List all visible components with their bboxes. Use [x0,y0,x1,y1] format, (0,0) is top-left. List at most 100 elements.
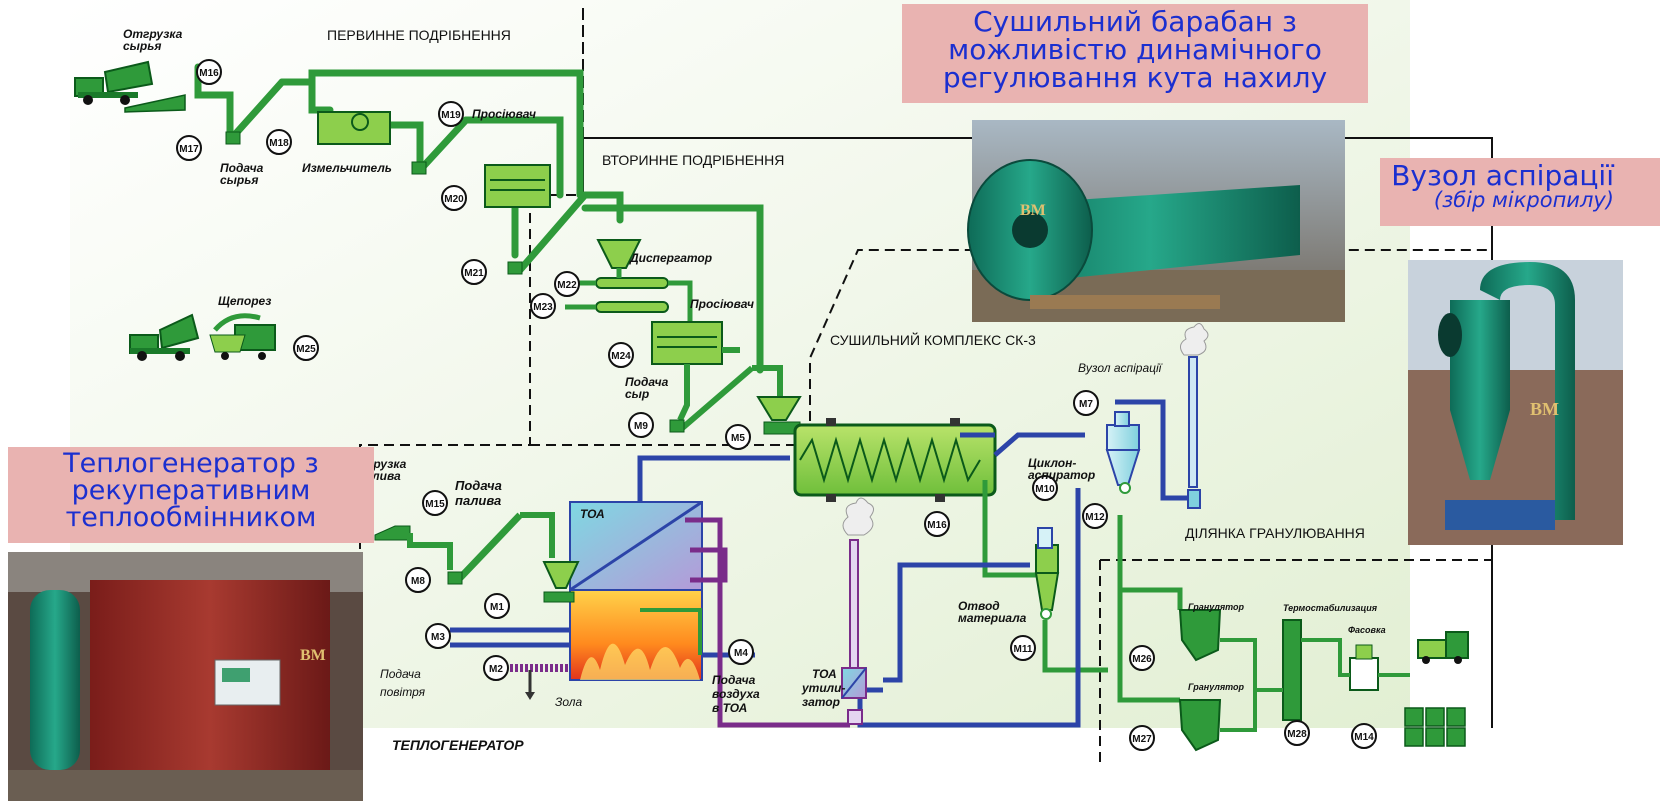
label-fuel-feed-2: палива [455,493,501,508]
motor-circle [1010,635,1036,661]
label-cyclone-2: аспиратор [1028,468,1095,482]
motor-circle [924,511,950,537]
section-granulation: ДІЛЯНКА ГРАНУЛЮВАННЯ [1185,525,1365,541]
motor-label: M20 [444,194,464,205]
packing-truck-icon [1417,631,1469,664]
motor-circle [725,424,751,450]
aspiration-photo: BM [1408,260,1623,545]
label-toa-util: ТОА [812,667,837,681]
aspiration-photo-logo: BM [1530,399,1559,419]
toa-utilizer [841,323,1209,725]
motor-circle [293,335,319,361]
dryer-callout-line2: можливістю динамічного [948,33,1322,66]
section-dryer: СУШИЛЬНИЙ КОМПЛЕКС СК-3 [830,331,1036,348]
pallet-icon [1404,707,1466,747]
motor-circle [1351,723,1377,749]
aspiration-callout: Вузол аспірації (збір мікропилу) [1380,158,1660,226]
label-air-feed: Подача [380,667,421,681]
motor-label: M3 [431,632,445,643]
label-granulator-1: Гранулятор [1188,602,1245,612]
label-shredder: Измельчитель [302,161,392,175]
motor-circle [422,490,448,516]
label-air-toa-2: воздуха [712,687,760,701]
motor-label: M16 [199,68,219,79]
dryer-callout-line1: Сушильний барабан з [973,5,1297,38]
cyclone-aspirator [1105,356,1201,509]
motor-label: M2 [489,664,503,675]
motor-circle [461,259,487,285]
label-fuel-feed: Подача [455,478,502,493]
chipper-truck-icon [129,313,200,361]
motor-label: M19 [441,110,461,121]
section-primary: ПЕРВИННЕ ПОДРІБНЕННЯ [327,27,511,43]
label-disperser: Диспергатор [629,251,712,265]
section-heatgen: ТЕПЛОГЕНЕРАТОР [392,737,524,753]
motor-label: M24 [611,351,631,362]
chipper-icon [209,313,276,360]
motor-label: M28 [1287,729,1307,740]
motor-circle [441,185,467,211]
motor-circle [266,129,292,155]
section-secondary: ВТОРИННЕ ПОДРІБНЕННЯ [602,152,784,168]
label-sieve-2: Просіювач [690,297,754,311]
label-toa-util-2: утили- [801,681,845,695]
motor-circle [425,623,451,649]
label-raw-feed-2: сырья [220,173,258,187]
motor-circle [554,271,580,297]
section-titles: ПЕРВИННЕ ПОДРІБНЕННЯ ВТОРИННЕ ПОДРІБНЕНН… [327,27,1365,753]
motor-label: M7 [1079,399,1093,410]
motor-circle [1082,503,1108,529]
fuel-feed [374,512,555,585]
aspiration-callout-sub: (збір мікропилу) [1433,188,1614,212]
motor-label: M17 [179,144,199,155]
label-cyclone: Циклон- [1028,456,1076,470]
heatgen-callout-line3: теплообмінником [65,502,317,533]
motor-label: M25 [296,344,316,355]
motor-circle [628,412,654,438]
label-sieve-1: Просіювач [472,107,536,121]
motor-circle [1129,725,1155,751]
heat-generator [450,500,850,728]
motor-label: M11 [1014,644,1033,655]
label-toa-util-3: затор [802,695,840,709]
motor-label: M4 [734,648,748,659]
label-raw-feed2-2: сыр [625,387,649,401]
label-chipper: Щепорез [218,294,271,308]
motor-circle [484,593,510,619]
raw-truck-icon [74,60,154,105]
dryer-drum [793,418,997,502]
dryer-photo-logo: BM [1020,202,1046,219]
heatgen-callout: Теплогенератор з рекуперативним теплообм… [8,447,374,543]
motor-label: M16 [927,520,947,531]
motor-label: M21 [464,268,484,279]
motor-circle [196,59,222,85]
heatgen-callout-line2: рекуперативним [71,475,311,506]
motor-circle [608,342,634,368]
label-air-feed-2: повітря [380,685,426,699]
motor-circle [1032,475,1058,501]
motor-label: M10 [1035,484,1055,495]
secondary-equipment [565,239,802,435]
granulation-equipment [1178,609,1469,752]
dryer-callout-line3: регулювання кута нахилу [942,61,1328,94]
label-ash: Зола [555,695,583,709]
motor-label: M14 [1354,732,1374,743]
aspiration-callout-title: Вузол аспірації [1391,159,1614,192]
motor-circle [1284,720,1310,746]
label-aspiration-node: Вузол аспірації [1078,361,1163,375]
motor-label: M27 [1132,734,1152,745]
primary-shredding-line [194,63,764,374]
motor-label: M23 [533,302,553,313]
motor-label: M8 [411,576,425,587]
equipment-labels: Отгрузка сырья Подача сырья Измельчитель… [123,27,1386,715]
label-packing: Фасовка [1348,625,1386,635]
motor-label: M1 [490,602,504,613]
sieve2-body [651,321,723,365]
motor-label: M9 [634,421,648,432]
motor-circle [405,567,431,593]
motor-circle [438,101,464,127]
label-raw-feed: Подача [220,161,264,175]
label-raw-feed2: Подача [625,375,669,389]
motor-label: M22 [557,280,577,291]
